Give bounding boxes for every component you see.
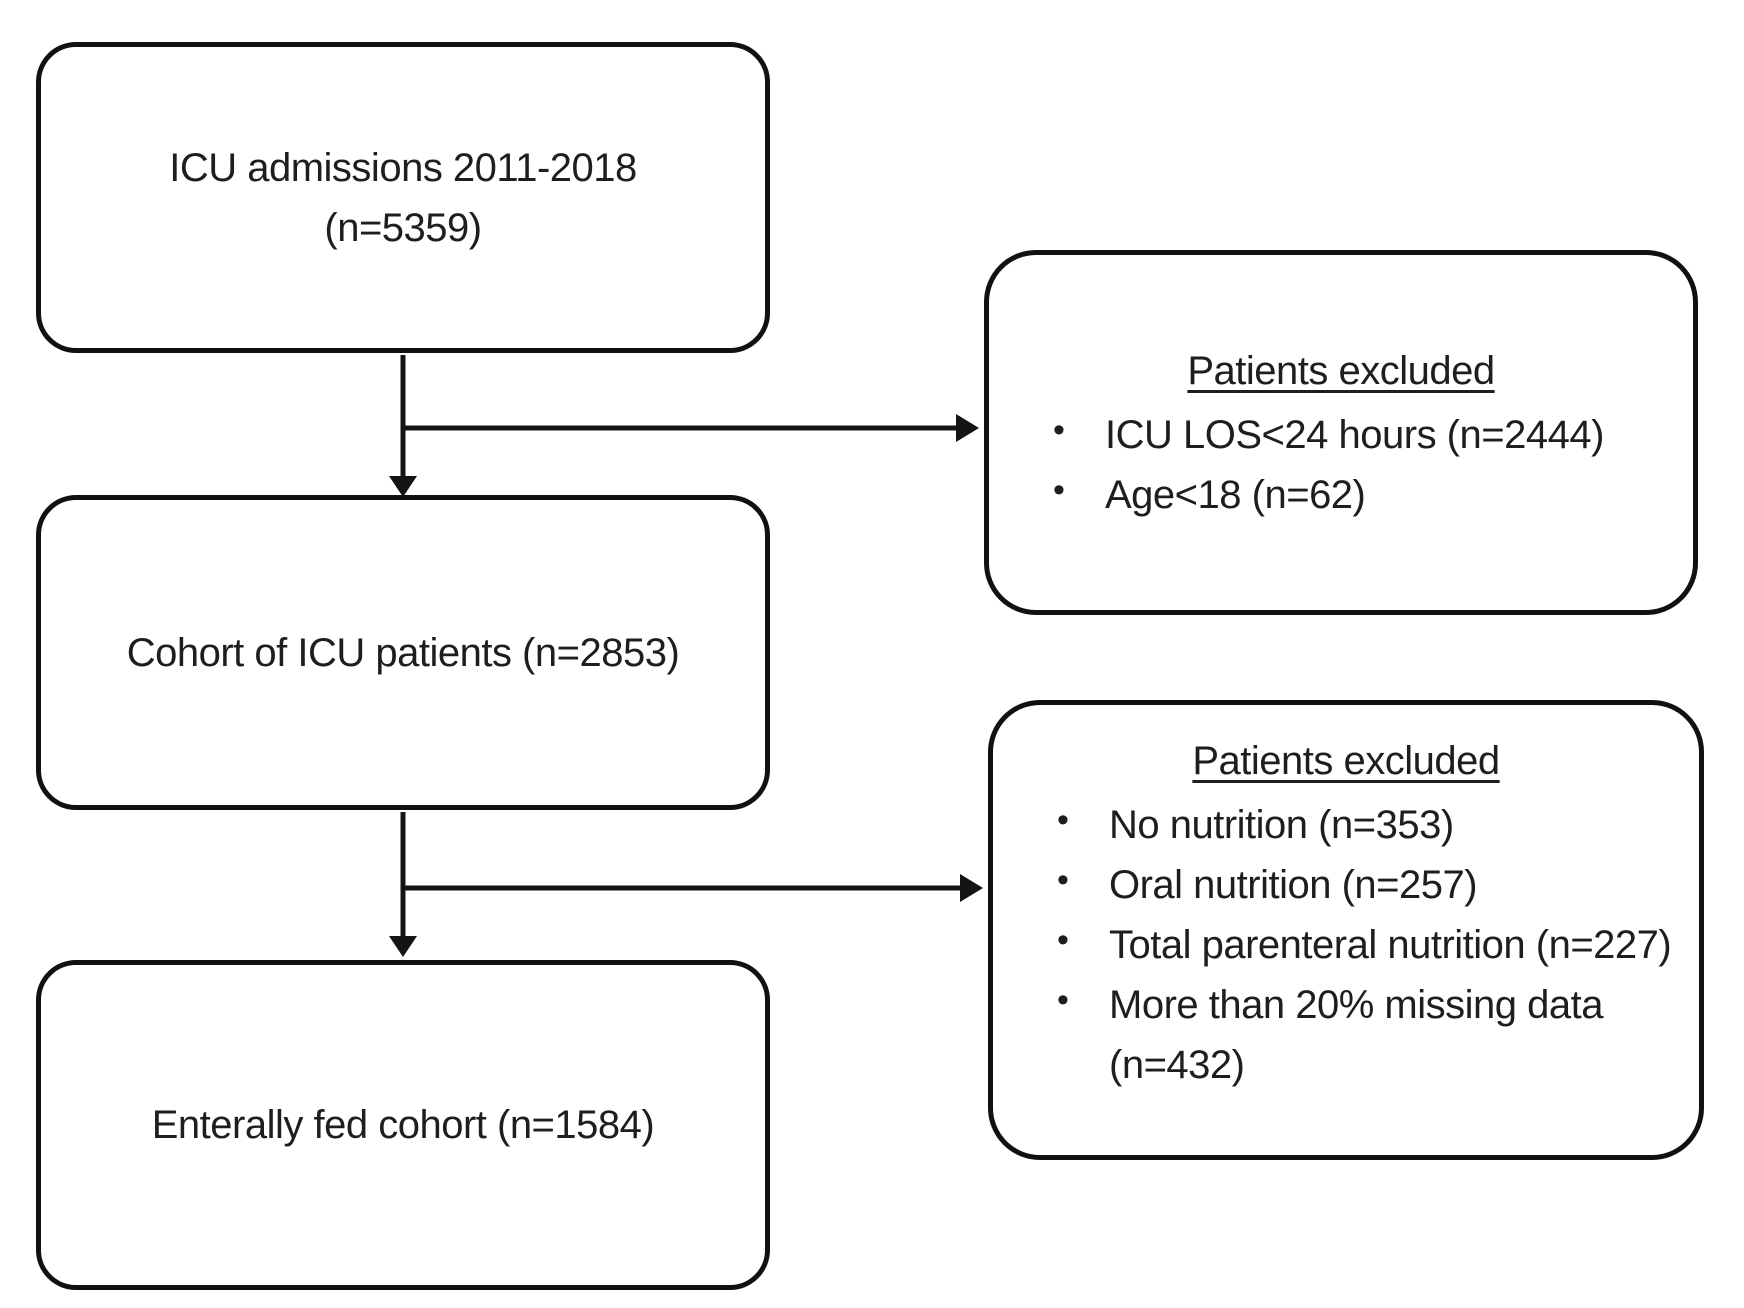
node-cohort-icu-patients: Cohort of ICU patients (n=2853) <box>36 495 770 810</box>
excluded-2-item: No nutrition (n=353) <box>1017 795 1675 855</box>
node-enterally-fed-cohort: Enterally fed cohort (n=1584) <box>36 960 770 1290</box>
node-patients-excluded-1: Patients excluded ICU LOS<24 hours (n=24… <box>984 250 1698 615</box>
arrowhead-right-to-excluded-1 <box>956 414 979 442</box>
arrowhead-down-to-cohort <box>389 476 417 497</box>
enterally-fed-label: Enterally fed cohort (n=1584) <box>151 1103 655 1147</box>
excluded-1-list: ICU LOS<24 hours (n=2444) Age<18 (n=62) <box>1013 405 1669 525</box>
excluded-2-item: Total parenteral nutrition (n=227) <box>1017 915 1675 975</box>
excluded-1-item: ICU LOS<24 hours (n=2444) <box>1013 405 1669 465</box>
cohort-label: Cohort of ICU patients (n=2853) <box>126 630 680 675</box>
icu-admissions-count: (n=5359) <box>324 205 482 250</box>
excluded-2-item: Oral nutrition (n=257) <box>1017 855 1675 915</box>
node-patients-excluded-2: Patients excluded No nutrition (n=353) O… <box>988 700 1704 1160</box>
excluded-1-title: Patients excluded <box>1187 348 1495 393</box>
node-icu-admissions: ICU admissions 2011-2018 (n=5359) <box>36 42 770 353</box>
excluded-1-item: Age<18 (n=62) <box>1013 465 1669 525</box>
excluded-2-item: More than 20% missing data (n=432) <box>1017 975 1675 1095</box>
excluded-2-title: Patients excluded <box>1192 739 1500 783</box>
icu-admissions-label: ICU admissions 2011-2018 <box>169 145 637 190</box>
arrowhead-down-to-enteral <box>389 936 417 957</box>
arrowhead-right-to-excluded-2 <box>960 874 983 902</box>
excluded-2-list: No nutrition (n=353) Oral nutrition (n=2… <box>1017 795 1675 1095</box>
